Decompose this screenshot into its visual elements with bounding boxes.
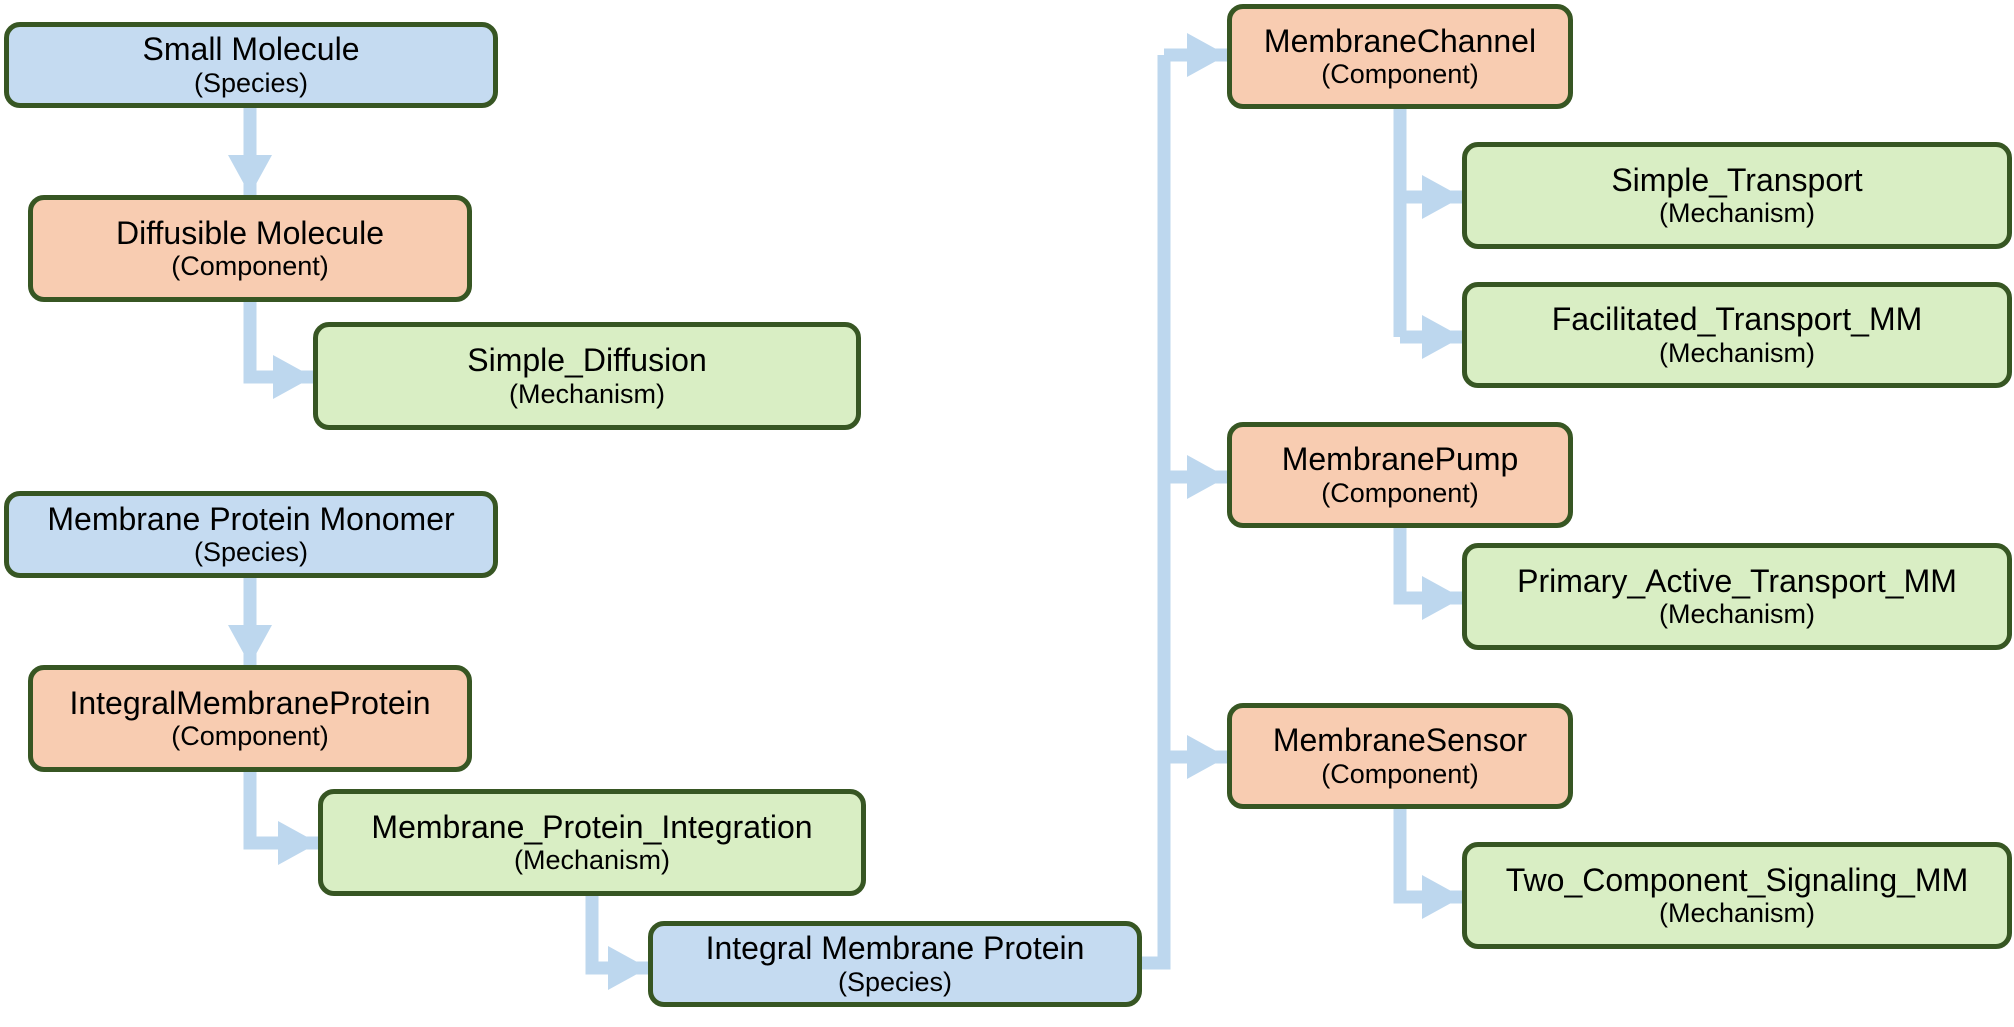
membrane-channel-node: MembraneChannel (Component) (1227, 4, 1573, 109)
node-title: Small Molecule (142, 31, 360, 68)
node-title: IntegralMembraneProtein (69, 684, 431, 721)
node-title: Membrane Protein Monomer (47, 500, 455, 537)
node-kind: (Component) (171, 251, 329, 282)
simple-diffusion-node: Simple_Diffusion (Mechanism) (313, 322, 861, 430)
node-kind: (Mechanism) (1658, 337, 1816, 368)
node-kind: (Component) (171, 721, 329, 752)
membrane-protein-integration-node: Membrane_Protein_Integration (Mechanism) (318, 789, 866, 896)
membrane-sensor-node: MembraneSensor (Component) (1227, 703, 1573, 809)
node-title: Primary_Active_Transport_MM (1517, 562, 1957, 599)
connector-integral-to-integration (243, 772, 318, 865)
node-kind: (Species) (837, 966, 953, 997)
node-kind: (Mechanism) (1658, 198, 1816, 229)
connector-sensor-to-two-component-signaling (1393, 809, 1462, 919)
primary-active-transport-mm-node: Primary_Active_Transport_MM (Mechanism) (1462, 543, 2012, 650)
node-title: Membrane_Protein_Integration (371, 808, 813, 845)
node-kind: (Species) (193, 67, 309, 98)
connector-integration-to-species (585, 896, 648, 990)
connector-diffusible-to-simple-diffusion (243, 302, 313, 399)
node-title: Two_Component_Signaling_MM (1505, 861, 1969, 898)
node-title: Integral Membrane Protein (705, 930, 1085, 967)
node-title: Facilitated_Transport_MM (1551, 301, 1923, 338)
node-kind: (Mechanism) (508, 378, 666, 409)
node-kind: (Component) (1321, 477, 1479, 508)
membrane-protein-monomer-node: Membrane Protein Monomer (Species) (4, 491, 498, 578)
facilitated-transport-mm-node: Facilitated_Transport_MM (Mechanism) (1462, 282, 2012, 388)
node-title: MembranePump (1281, 441, 1519, 478)
node-title: Simple_Diffusion (467, 342, 707, 379)
node-kind: (Component) (1321, 758, 1479, 789)
small-molecule-node: Small Molecule (Species) (4, 22, 498, 108)
node-title: MembraneSensor (1272, 722, 1528, 759)
node-kind: (Species) (193, 537, 309, 568)
node-title: Diffusible Molecule (116, 214, 384, 251)
connector-species-trunk (1142, 55, 1171, 970)
node-kind: (Mechanism) (1658, 599, 1816, 630)
node-title: MembraneChannel (1263, 22, 1537, 59)
connector-pump-to-primary-active-transport (1393, 528, 1462, 620)
membrane-pump-node: MembranePump (Component) (1227, 422, 1573, 528)
node-title: Simple_Transport (1611, 161, 1863, 198)
node-kind: (Mechanism) (1658, 898, 1816, 929)
diffusible-molecule-node: Diffusible Molecule (Component) (28, 195, 472, 302)
node-kind: (Component) (1321, 59, 1479, 90)
simple-transport-node: Simple_Transport (Mechanism) (1462, 142, 2012, 249)
integral-membrane-protein-species-node: Integral Membrane Protein (Species) (648, 921, 1142, 1007)
integral-membrane-protein-component-node: IntegralMembraneProtein (Component) (28, 665, 472, 772)
node-kind: (Mechanism) (513, 845, 671, 876)
two-component-signaling-mm-node: Two_Component_Signaling_MM (Mechanism) (1462, 842, 2012, 949)
